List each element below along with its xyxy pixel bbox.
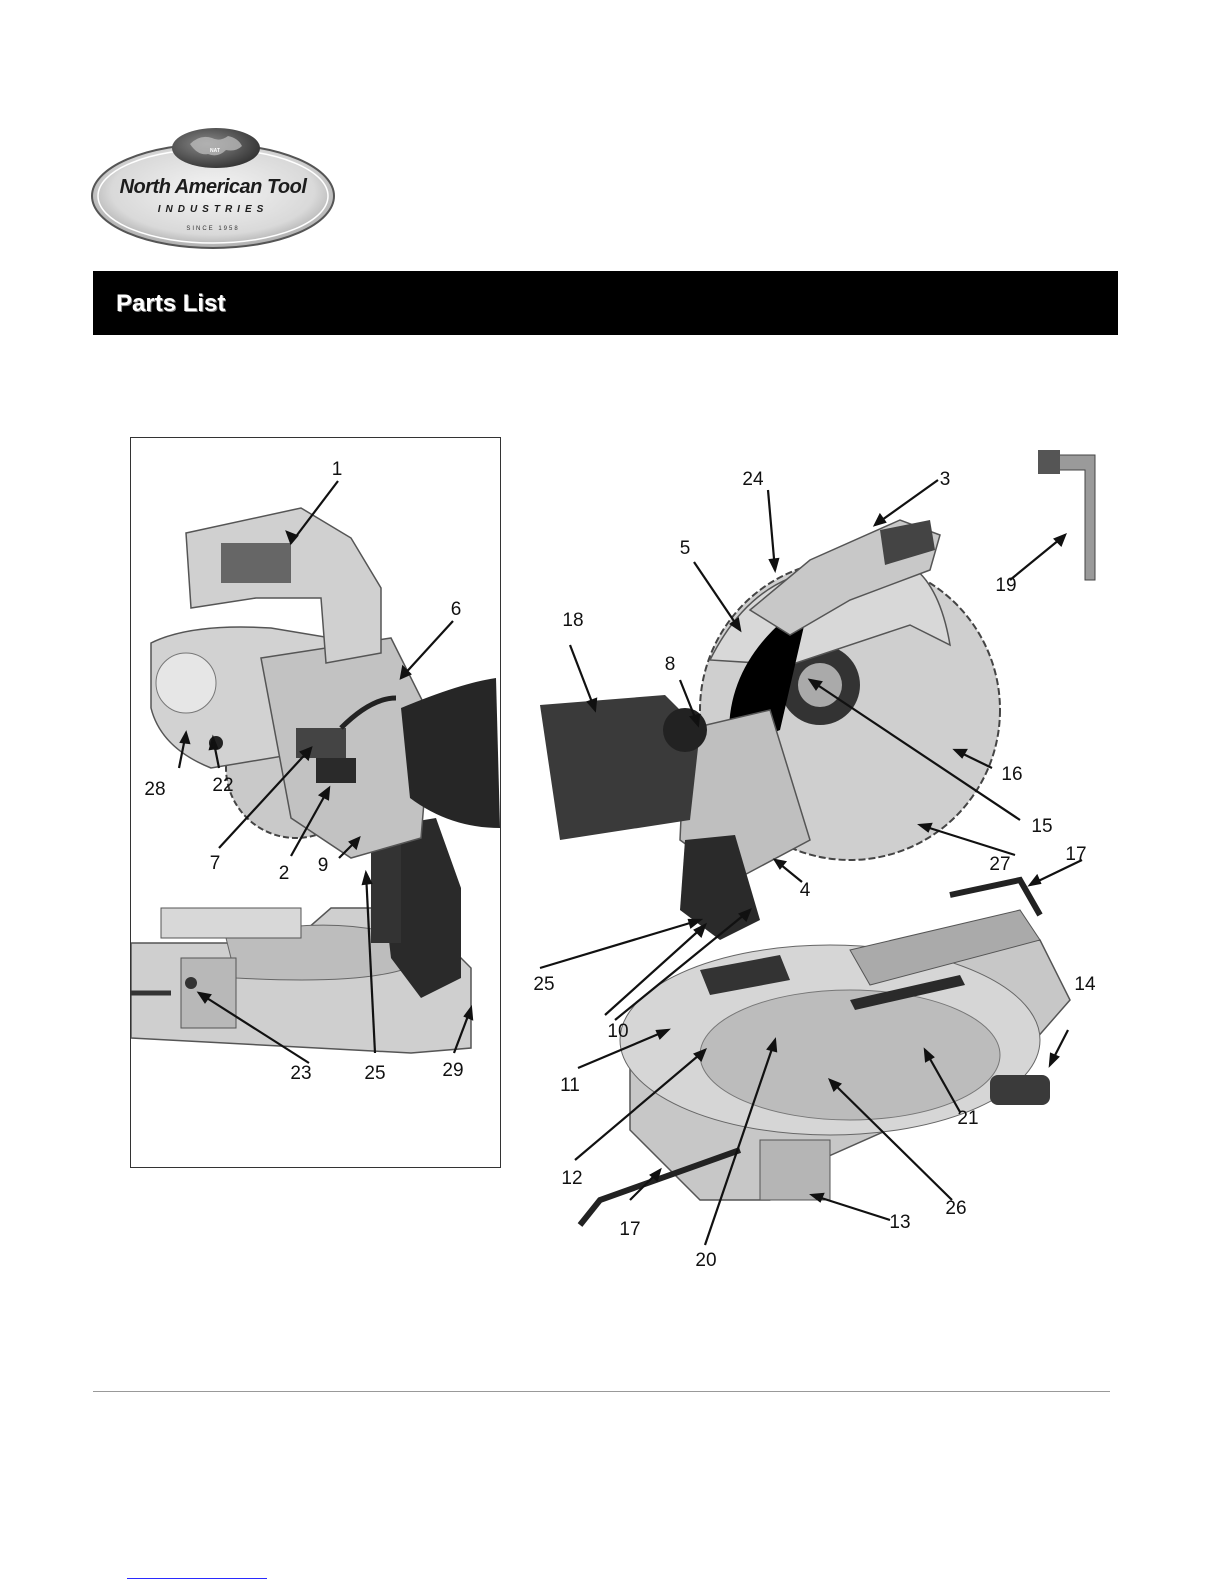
callout-25-front: 25 <box>533 974 554 995</box>
logo-name: North American Tool <box>90 176 336 199</box>
section-header-bar: Parts List <box>93 271 1118 335</box>
callout-17-bottom: 17 <box>619 1219 640 1240</box>
footer-divider <box>93 1391 1110 1392</box>
callout-3: 3 <box>940 469 951 490</box>
callout-22: 22 <box>212 775 233 796</box>
miter-saw-side-view-illustration: 1 6 28 22 7 2 9 25 29 23 <box>131 438 500 1167</box>
side-view-figure: 1 6 28 22 7 2 9 25 29 23 <box>130 437 501 1168</box>
logo-since: SINCE 1958 <box>90 226 336 232</box>
callout-18: 18 <box>562 610 583 631</box>
callout-23: 23 <box>290 1063 311 1084</box>
callout-29: 29 <box>442 1060 463 1081</box>
callout-14: 14 <box>1074 974 1096 995</box>
callout-26: 26 <box>945 1198 966 1219</box>
callout-2: 2 <box>279 863 290 884</box>
logo-badge: NAT <box>205 148 225 154</box>
callout-5: 5 <box>680 538 691 559</box>
callout-8: 8 <box>665 654 676 675</box>
callout-10: 10 <box>607 1021 628 1042</box>
callout-16: 16 <box>1001 764 1022 785</box>
callout-27: 27 <box>989 854 1010 875</box>
callout-15: 15 <box>1031 816 1052 837</box>
footer-link-underline[interactable] <box>127 1578 267 1579</box>
front-view-figure: 24 3 5 19 18 8 16 15 27 4 17 25 14 10 11… <box>520 440 1120 1290</box>
company-logo: NAT North American Tool INDUSTRIES SINCE… <box>90 126 336 251</box>
callout-21: 21 <box>957 1108 978 1129</box>
callout-13: 13 <box>889 1212 910 1233</box>
section-title: Parts List <box>116 290 225 318</box>
logo-subtitle: INDUSTRIES <box>90 204 336 215</box>
miter-saw-front-view-illustration: 24 3 5 19 18 8 16 15 27 4 17 25 14 10 11… <box>520 440 1120 1290</box>
callout-17-top: 17 <box>1065 844 1086 865</box>
callout-24: 24 <box>742 469 764 490</box>
callout-25: 25 <box>364 1063 385 1084</box>
callout-28: 28 <box>144 779 165 800</box>
callout-19: 19 <box>995 575 1016 596</box>
callout-1: 1 <box>332 459 343 480</box>
callout-7: 7 <box>210 853 221 874</box>
callout-12: 12 <box>561 1168 582 1189</box>
callout-9: 9 <box>318 855 329 876</box>
callout-4: 4 <box>800 880 811 901</box>
callout-6: 6 <box>451 599 462 620</box>
callout-11: 11 <box>560 1075 580 1096</box>
callout-20: 20 <box>695 1250 716 1271</box>
